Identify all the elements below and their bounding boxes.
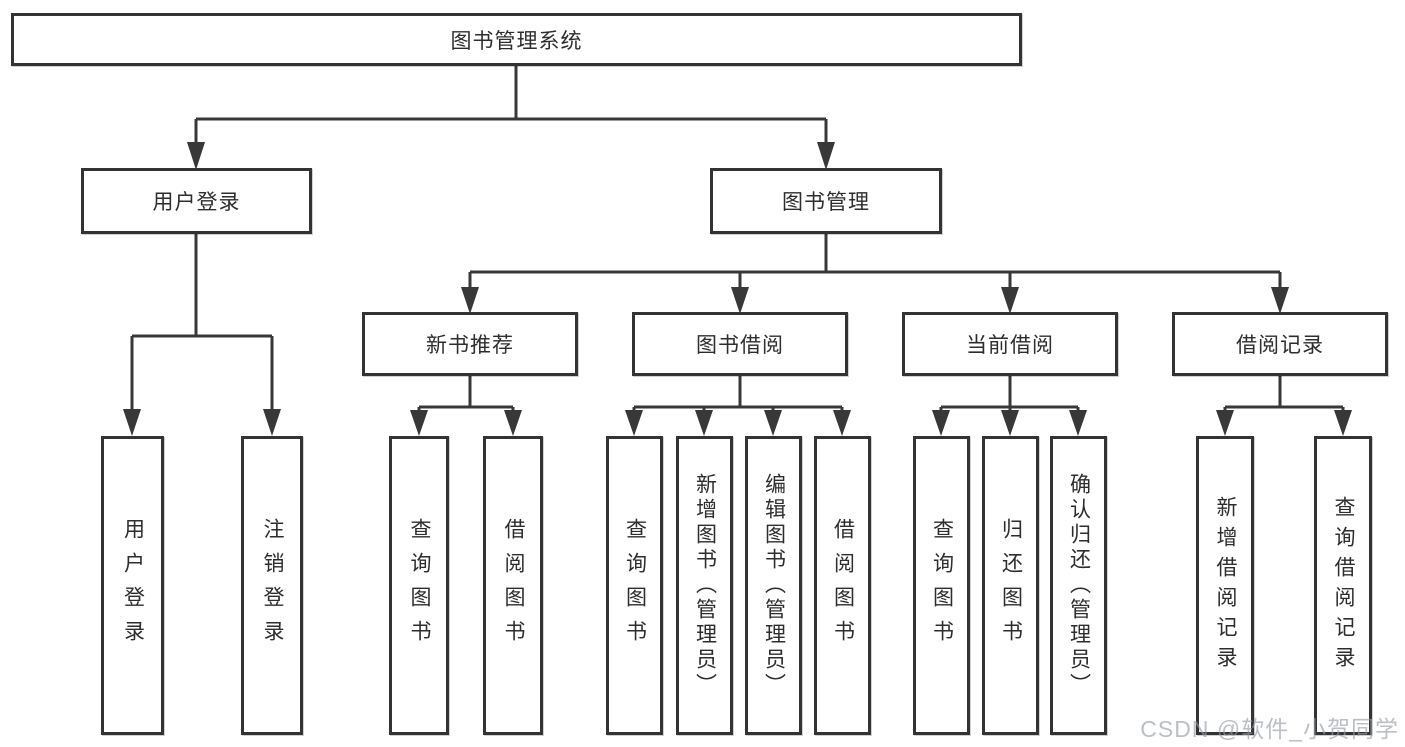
leaf-label: 注销登录 xyxy=(261,517,284,654)
node-book-management: 图书管理 xyxy=(710,168,942,234)
leaf-user-login: 用户登录 xyxy=(101,436,164,735)
node-borrowing-records: 借阅记录 xyxy=(1172,312,1388,376)
leaf-query-borrow-record: 查询借阅记录 xyxy=(1314,436,1372,735)
leaf-confirm-return-admin: 确认归还（管理员） xyxy=(1050,436,1107,735)
node-label: 图书借阅 xyxy=(696,334,784,357)
node-label: 当前借阅 xyxy=(966,334,1054,357)
leaf-label: 用户登录 xyxy=(121,517,145,654)
leaf-label: 查询图书 xyxy=(623,517,647,654)
leaf-current-query-books: 查询图书 xyxy=(913,436,970,735)
node-current-borrowing: 当前借阅 xyxy=(902,312,1118,376)
watermark: CSDN @软件_小贺同学 xyxy=(1140,716,1399,742)
leaf-label: 借阅图书 xyxy=(502,517,525,654)
leaf-label: 查询借阅记录 xyxy=(1332,495,1355,676)
node-label: 图书管理系统 xyxy=(450,29,583,53)
leaf-label: 归还图书 xyxy=(999,517,1023,654)
leaf-borrowing-query-books: 查询图书 xyxy=(606,436,663,735)
leaf-add-borrow-record: 新增借阅记录 xyxy=(1196,436,1254,735)
node-label: 用户登录 xyxy=(152,191,241,214)
leaf-label: 确认归还（管理员） xyxy=(1067,473,1091,698)
leaf-label: 查询图书 xyxy=(930,517,954,654)
leaf-logout: 注销登录 xyxy=(241,436,303,735)
leaf-return-books: 归还图书 xyxy=(982,436,1039,735)
node-user-login: 用户登录 xyxy=(81,168,312,234)
leaf-edit-books-admin: 编辑图书（管理员） xyxy=(745,436,802,735)
leaf-borrowing-borrow-books: 借阅图书 xyxy=(814,436,871,735)
arrowheads xyxy=(123,142,1352,436)
leaf-label: 借阅图书 xyxy=(831,517,855,654)
leaf-label: 编辑图书（管理员） xyxy=(762,473,786,698)
node-new-book-recommendation: 新书推荐 xyxy=(362,312,578,376)
node-root: 图书管理系统 xyxy=(11,13,1022,66)
node-label: 图书管理 xyxy=(782,191,870,214)
leaf-label: 查询图书 xyxy=(408,517,431,654)
node-label: 借阅记录 xyxy=(1236,334,1324,357)
leaf-recommend-borrow-books: 借阅图书 xyxy=(483,436,543,735)
leaf-label: 新增借阅记录 xyxy=(1214,495,1237,676)
leaf-add-books-admin: 新增图书（管理员） xyxy=(676,436,733,735)
node-label: 新书推荐 xyxy=(426,334,514,357)
leaf-label: 新增图书（管理员） xyxy=(693,473,717,698)
leaf-recommend-query-books: 查询图书 xyxy=(389,436,449,735)
node-book-borrowing: 图书借阅 xyxy=(632,312,848,376)
